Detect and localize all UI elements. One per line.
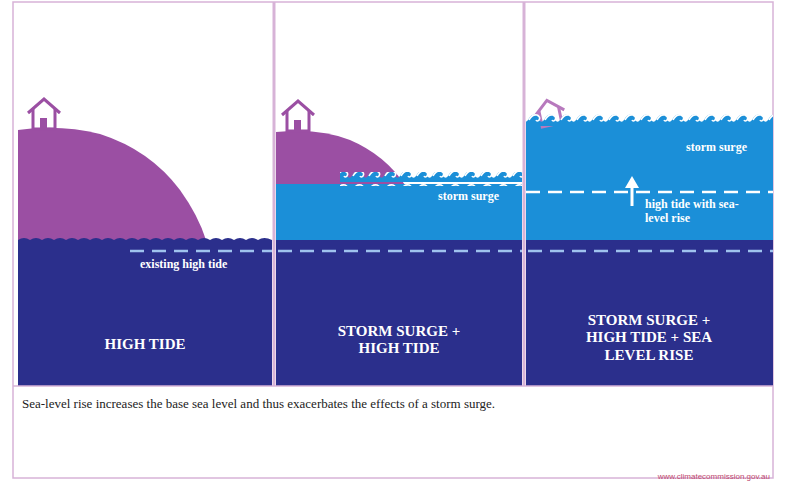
- tide-label: existing high tide: [140, 258, 227, 272]
- panel-title: STORM SURGE + HIGH TIDE: [324, 323, 474, 358]
- tide-rise-label: high tide with sea-level rise: [645, 198, 745, 226]
- panel-title: HIGH TIDE: [35, 336, 255, 353]
- watermark: www.climatecommission.gov.au: [658, 472, 770, 481]
- surge-label: storm surge: [686, 141, 747, 155]
- surge-label: storm surge: [438, 190, 499, 204]
- panel-title: STORM SURGE + HIGH TIDE + SEA LEVEL RISE: [583, 312, 715, 364]
- caption: Sea-level rise increases the base sea le…: [22, 397, 767, 412]
